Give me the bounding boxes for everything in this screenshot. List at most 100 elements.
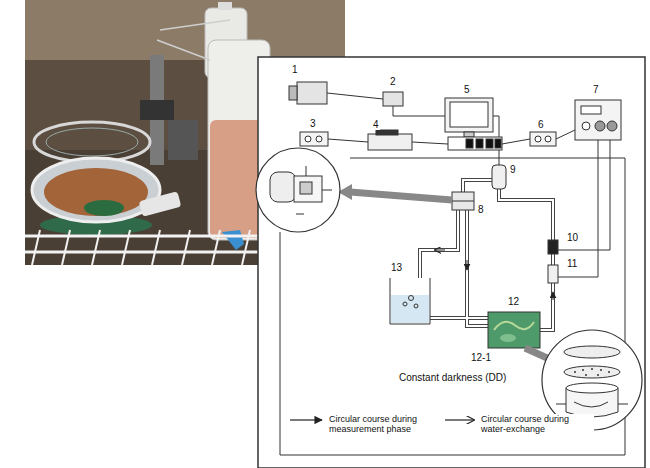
illustration-line — [618, 404, 628, 405]
illustration-ellipse — [564, 346, 620, 358]
illustration-path — [463, 180, 492, 192]
illustration-rect — [466, 139, 473, 148]
illustration-path — [430, 316, 488, 320]
illustration-g — [574, 368, 610, 376]
legend-arrow — [445, 419, 474, 420]
illustration-path — [350, 192, 452, 200]
illustration-line — [122, 230, 130, 265]
callout-number: 12 — [507, 296, 520, 307]
legend-arrow — [290, 419, 322, 420]
devices — [289, 82, 621, 348]
illustration-g — [32, 230, 250, 265]
illustration-line — [152, 230, 160, 265]
illustration-rect — [452, 192, 474, 210]
illustration-rect — [488, 312, 540, 348]
illustration-rect — [25, 0, 345, 60]
illustration-circle — [595, 121, 605, 131]
callout-number: 13 — [390, 262, 403, 273]
illustration-line — [412, 142, 448, 144]
callout-number: 11 — [566, 258, 578, 269]
illustration-rect — [368, 134, 412, 150]
illustration-rect — [445, 98, 493, 132]
illustration-circle — [316, 136, 322, 142]
illustration-line — [327, 93, 383, 99]
illustration-rect — [548, 240, 558, 254]
illustration-line — [452, 201, 474, 202]
illustration-circle — [535, 136, 541, 142]
illustration-line — [322, 190, 332, 191]
illustration-circle — [607, 121, 617, 131]
callout-number: 2 — [389, 76, 397, 87]
illustration-circle — [608, 371, 610, 373]
illustration-line — [556, 404, 566, 405]
illustration-rect — [300, 182, 312, 194]
illustration-line — [62, 230, 70, 265]
illustration-rect — [289, 86, 297, 100]
legend-text: Circular course during measurement phase — [328, 414, 438, 435]
illustration-line — [435, 250, 445, 251]
callout-number: 6 — [537, 119, 545, 130]
illustration-circle — [409, 296, 414, 301]
illustration-rect — [495, 139, 501, 148]
illustration-path — [499, 189, 553, 330]
illustration-line — [556, 130, 575, 139]
illustration-line — [242, 230, 250, 265]
illustration-ellipse — [32, 158, 160, 222]
illustration-rect — [450, 102, 488, 127]
illustration-circle — [600, 369, 602, 371]
illustration-rect — [464, 132, 474, 137]
callout-number: 5 — [463, 84, 471, 95]
illustration-circle — [403, 302, 407, 306]
callout-number: 12-1 — [470, 352, 492, 363]
illustration-rect — [492, 165, 506, 189]
callout-number: 7 — [592, 84, 600, 95]
illustration-rect — [376, 130, 398, 135]
illustration-line — [182, 230, 190, 265]
illustration-path — [222, 230, 244, 250]
illustration-ellipse — [46, 128, 138, 156]
illustration-circle — [574, 371, 576, 373]
callout-number: 1 — [291, 64, 299, 75]
illustration-circle — [582, 369, 584, 371]
illustration-line — [553, 292, 554, 300]
illustration-line — [92, 230, 100, 265]
callout-number: 10 — [566, 232, 579, 243]
illustration-rect — [294, 176, 322, 202]
illustration-rect — [581, 106, 601, 114]
illustration-line — [502, 139, 530, 144]
illustration-ellipse — [44, 168, 148, 216]
illustration-line — [296, 214, 304, 215]
illustration-rect — [548, 265, 558, 283]
illustration-circle — [545, 136, 551, 142]
illustration-circle — [597, 374, 599, 376]
illustration-rect — [139, 191, 182, 217]
illustration-circle — [585, 374, 587, 376]
illustration-circle — [256, 148, 340, 232]
illustration-rect — [448, 137, 502, 150]
illustration-rect — [575, 100, 621, 140]
illustration-path — [558, 140, 598, 277]
illustration-ellipse — [34, 122, 150, 162]
illustration-ellipse — [564, 366, 620, 378]
illustration-path — [420, 210, 458, 282]
illustration-path — [467, 210, 488, 326]
illustration-rect — [218, 2, 232, 10]
illustration-line — [306, 166, 307, 176]
callout-number: 9 — [509, 164, 517, 175]
illustration-line — [32, 230, 40, 265]
illustration-ellipse — [566, 383, 618, 393]
illustration-path — [390, 278, 430, 324]
illustration-circle — [414, 304, 418, 308]
callout-number: 8 — [477, 204, 485, 215]
callout-number: 4 — [372, 119, 380, 130]
illustration-rect — [300, 132, 328, 146]
illustration-line — [467, 260, 468, 270]
illustration-circle — [591, 368, 593, 370]
illustration-rect — [168, 120, 198, 160]
illustration-path — [420, 210, 458, 282]
illustration-path — [463, 180, 492, 192]
diagram-panel — [258, 57, 645, 468]
